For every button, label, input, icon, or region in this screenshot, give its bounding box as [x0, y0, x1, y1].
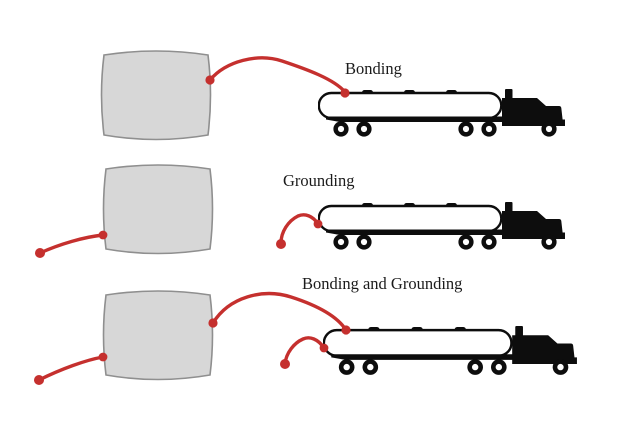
grounding-label: Grounding	[283, 171, 355, 190]
tanker-truck-icon	[323, 326, 578, 377]
cable-clamp-tank	[98, 352, 108, 362]
row-bonding-and-grounding	[34, 290, 578, 385]
cable-clamp-tank	[208, 318, 218, 328]
bonding-cable	[208, 56, 347, 94]
storage-tank-icon	[102, 164, 214, 255]
tanker-truck-icon	[318, 89, 566, 138]
cable-clamp-truck	[340, 88, 350, 98]
ground-electrode-dot	[280, 359, 290, 369]
ground-electrode-dot	[276, 239, 286, 249]
tank-grounding-cable	[38, 233, 105, 255]
ground-electrode-dot	[35, 248, 45, 258]
row-bonding	[100, 50, 566, 141]
storage-tank-icon	[100, 50, 212, 141]
row-grounding	[35, 164, 566, 258]
ground-electrode-dot	[34, 375, 44, 385]
cable-clamp-truck	[341, 325, 351, 335]
cable-clamp-truck	[319, 343, 329, 353]
bonding-label: Bonding	[345, 59, 402, 78]
cable-clamp-truck	[313, 219, 323, 229]
truck-grounding-cable	[283, 336, 326, 366]
storage-tank-icon	[102, 290, 214, 381]
tank-grounding-cable	[37, 355, 105, 382]
bonding-cable	[211, 292, 348, 332]
bonding-and-grounding-label: Bonding and Grounding	[302, 274, 463, 293]
tanker-truck-icon	[318, 202, 566, 251]
cable-clamp-tank	[98, 230, 108, 240]
truck-grounding-cable	[279, 213, 320, 245]
cable-clamp-tank	[205, 75, 215, 85]
